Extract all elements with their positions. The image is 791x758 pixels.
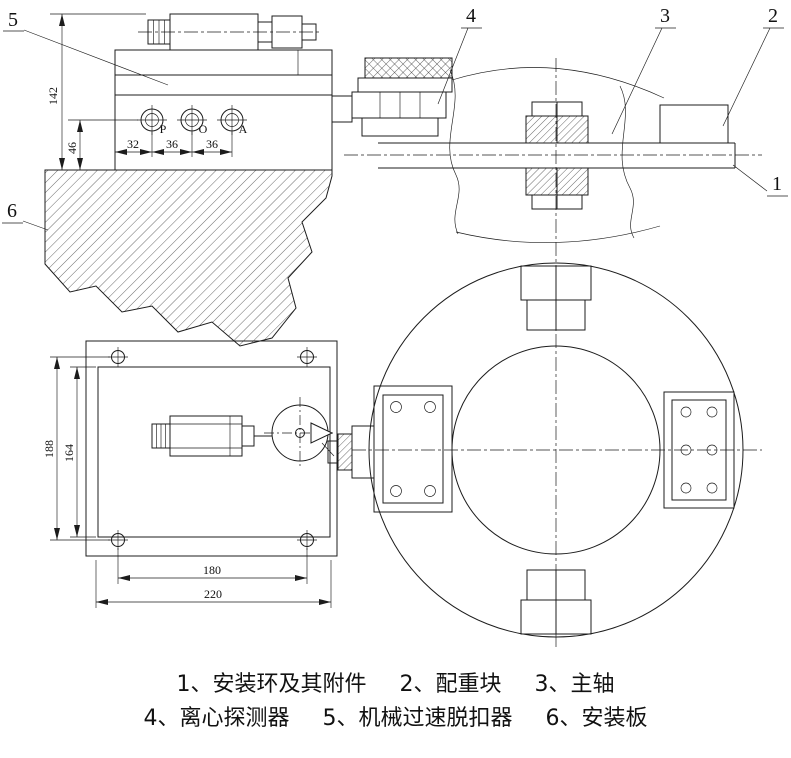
- dim-142: 142: [46, 87, 60, 105]
- legend-item-overspeed-trip: 5、机械过速脱扣器: [322, 706, 513, 731]
- port-o: [177, 105, 207, 135]
- callout-2: 2: [722, 5, 784, 127]
- ring-right-pad: [663, 391, 735, 509]
- dim-36b: 36: [206, 137, 218, 151]
- legend-item-mounting-plate: 6、安装板: [545, 706, 648, 731]
- mounting-ring-front: [327, 58, 762, 650]
- dim-32: 32: [127, 137, 139, 151]
- main-shaft-assembly: [344, 67, 762, 243]
- technical-drawing: P O A 142 46 32 36 36 5 6: [2, 5, 788, 650]
- port-label-p: P: [160, 122, 167, 136]
- port-p: [137, 105, 167, 135]
- counterweight: [659, 104, 729, 144]
- legend-item-counterweight: 2、配重块: [399, 672, 502, 697]
- legend-item-centrifugal-detector: 4、离心探测器: [143, 706, 290, 731]
- legend-item-mounting-ring: 1、安装环及其附件: [176, 672, 367, 697]
- detector-side-assembly: [327, 425, 375, 479]
- port-label-a: A: [239, 122, 248, 136]
- callout-5-label: 5: [8, 9, 18, 31]
- legend-item-main-shaft: 3、主轴: [534, 672, 615, 697]
- dim-180: 180: [203, 563, 221, 577]
- callout-6: 6: [2, 200, 49, 231]
- mounting-plate-front: [85, 340, 338, 557]
- legend-row-1: 1、安装环及其附件 2、配重块 3、主轴: [0, 668, 791, 702]
- trip-solenoid-front: [151, 415, 272, 457]
- overspeed-trip-device: P O A: [114, 13, 333, 171]
- callout-1: 1: [732, 164, 788, 197]
- centrifugal-detector-top: [331, 57, 453, 137]
- callout-3: 3: [611, 5, 676, 135]
- dim-36a: 36: [166, 137, 178, 151]
- dim-188: 188: [42, 440, 56, 458]
- callout-1-label: 1: [772, 173, 782, 195]
- mounting-plate-section: [44, 169, 333, 347]
- ring-left-pad: [373, 385, 453, 513]
- port-label-o: O: [199, 122, 208, 136]
- callout-4: 4: [437, 5, 482, 105]
- dim-220: 220: [204, 587, 222, 601]
- callout-3-label: 3: [660, 5, 670, 27]
- dim-46: 46: [65, 142, 79, 154]
- port-a: [217, 105, 247, 135]
- trip-pawl: [310, 422, 334, 444]
- plate-bolt-holes: [108, 347, 317, 550]
- callout-2-label: 2: [768, 5, 778, 27]
- trip-ball: [264, 397, 336, 469]
- trip-device-dimensions: 142 46 32 36 36: [46, 13, 233, 171]
- callout-5: 5: [3, 9, 169, 86]
- plate-dimensions: 188 164 180 220: [42, 356, 332, 608]
- legend: 1、安装环及其附件 2、配重块 3、主轴 4、离心探测器 5、机械过速脱扣器 6…: [0, 668, 791, 736]
- callout-6-label: 6: [7, 200, 17, 222]
- dim-164: 164: [62, 444, 76, 462]
- callout-4-label: 4: [466, 5, 476, 27]
- legend-row-2: 4、离心探测器 5、机械过速脱扣器 6、安装板: [0, 702, 791, 736]
